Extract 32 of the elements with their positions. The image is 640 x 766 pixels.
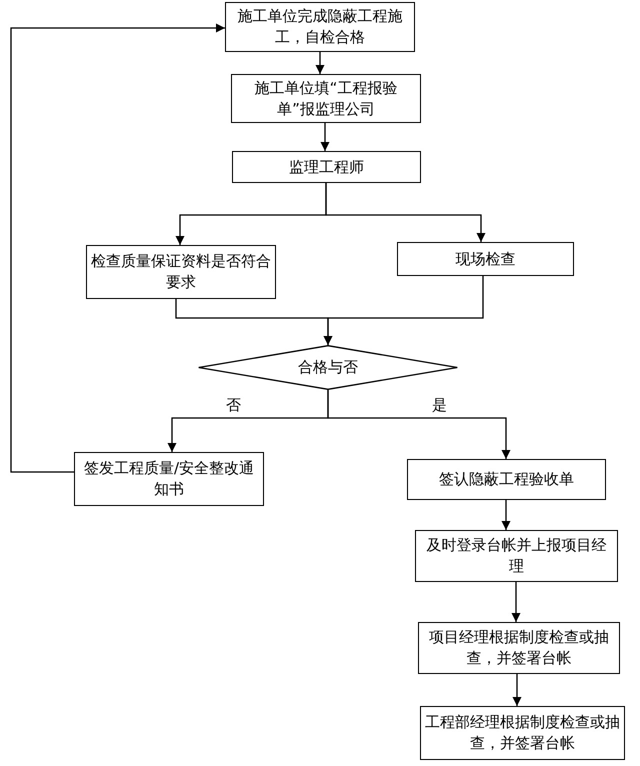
step-text: 签发工程质量/安全整改通知书 — [82, 458, 256, 500]
arrow — [327, 390, 510, 459]
arrow — [502, 500, 510, 530]
arrow — [325, 183, 486, 242]
process-box — [225, 2, 415, 52]
step-text: 施工单位填“工程报验单”报监理公司 — [254, 78, 398, 120]
step-text: 及时登录台帐并上报项目经理 — [426, 535, 608, 577]
arrow — [512, 674, 522, 706]
step-text: 签认隐蔽工程验收单 — [439, 469, 574, 490]
step-text: 监理工程师 — [289, 156, 364, 178]
process-box — [420, 706, 625, 760]
step-text: 检查质量保证资料是否符合要求 — [91, 251, 271, 293]
step-text: 工程部经理根据制度检查或抽查，并签署台帐 — [425, 712, 620, 754]
arrow — [324, 276, 484, 345]
process-box — [86, 245, 276, 299]
process-box — [407, 459, 606, 500]
process-box — [397, 242, 574, 276]
step-text: 现场检查 — [456, 248, 516, 270]
edge-label: 是 — [430, 395, 449, 415]
arrow — [512, 582, 520, 622]
step-text: 项目经理根据制度检查或抽查，并签署台帐 — [428, 627, 610, 669]
process-box — [415, 530, 618, 582]
process-box — [232, 151, 421, 183]
decision-text: 合格与否 — [298, 357, 358, 378]
edge-label: 否 — [224, 395, 243, 415]
process-box — [231, 74, 421, 123]
process-box — [418, 622, 620, 674]
process-box — [74, 452, 264, 506]
arrow — [316, 52, 324, 74]
arrow — [10, 24, 225, 473]
arrow — [320, 123, 330, 151]
step-text: 施工单位完成隐蔽工程施工，自检合格 — [236, 6, 404, 48]
